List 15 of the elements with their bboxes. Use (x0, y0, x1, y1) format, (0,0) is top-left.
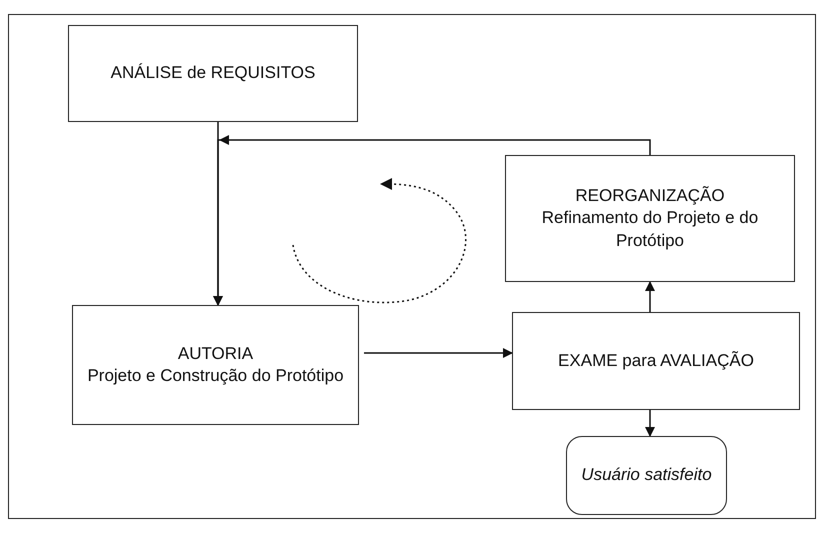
process-box (68, 25, 358, 122)
arrow (645, 281, 655, 312)
box-title: EXAME para AVALIAÇÃO (558, 350, 754, 372)
box-title: AUTORIA (178, 342, 254, 365)
arrow (645, 410, 655, 437)
box-description: Refinamento do Projeto e do Protótipo (540, 207, 760, 252)
box-description: Projeto e Construção do Protótipo (87, 365, 344, 387)
process-box (505, 155, 795, 282)
process-box (72, 305, 359, 425)
terminal-box (566, 436, 727, 515)
box-title: REORGANIZAÇÃO (575, 185, 725, 208)
box-title: ANÁLISE de REQUISITOS (110, 62, 316, 84)
process-box (512, 312, 800, 410)
arrow (364, 348, 513, 358)
box-title: Usuário satisfeito (581, 464, 712, 486)
